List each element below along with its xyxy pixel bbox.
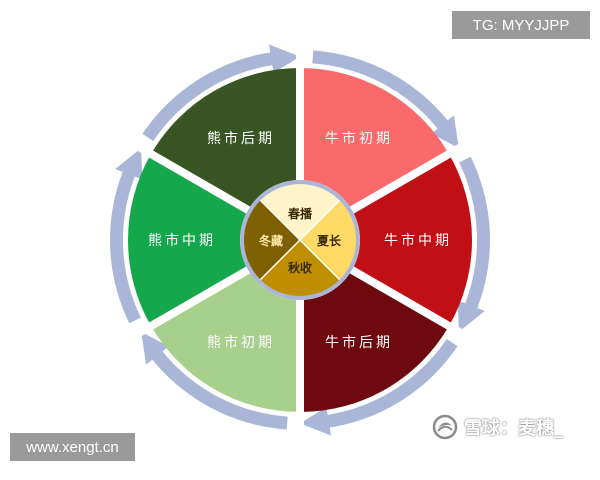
cycle-arrow <box>312 50 459 149</box>
segment-label-bull-mid: 牛市中期 <box>384 232 452 249</box>
segment-divider <box>121 263 256 346</box>
season-label-winter: 冬藏 <box>259 233 283 248</box>
cycle-arrow-ring <box>110 44 490 436</box>
cycle-arrow <box>300 338 458 436</box>
segment-label-bull-early: 牛市初期 <box>325 130 393 147</box>
segment-divider <box>344 134 479 217</box>
season-label-summer: 夏长 <box>317 233 342 248</box>
season-label-spring: 春播 <box>287 206 313 221</box>
season-divider <box>259 199 341 281</box>
cycle-arrow <box>142 44 300 142</box>
season-label-autumn: 秋收 <box>288 260 312 275</box>
season-spring <box>260 183 340 240</box>
segment-label-bull-late: 牛市后期 <box>325 334 393 351</box>
season-summer <box>300 200 357 280</box>
season-autumn <box>260 240 340 297</box>
season-winter <box>243 200 300 280</box>
url-watermark: www.xengt.cn <box>10 433 135 461</box>
snowball-brand-text: 雪球：麦穗_ <box>464 418 563 439</box>
segment-dividers <box>121 36 479 444</box>
segment-divider <box>121 134 256 217</box>
url-watermark-text: www.xengt.cn <box>26 438 119 456</box>
snowball-brand-watermark: 雪球：麦穗_ <box>432 414 563 440</box>
segment-label-bear-early: 熊市初期 <box>207 334 275 351</box>
cycle-arrow <box>110 148 143 324</box>
snowball-logo-icon <box>432 414 458 440</box>
segment-label-bear-late: 熊市后期 <box>207 130 275 147</box>
segment-label-bear-mid: 熊市中期 <box>148 232 216 249</box>
cycle-arrow <box>141 331 288 430</box>
segment-divider <box>344 263 479 346</box>
telegram-watermark: TG: MYYJJPP <box>452 11 590 39</box>
cycle-arrow <box>457 156 490 332</box>
telegram-watermark-text: TG: MYYJJPP <box>472 16 570 34</box>
